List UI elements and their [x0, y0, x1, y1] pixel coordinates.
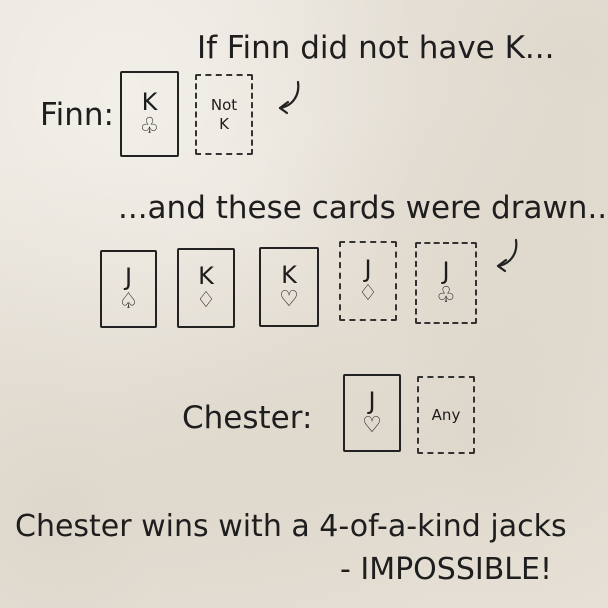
clubs-icon: ♧ [139, 114, 160, 139]
drawn-card-jack-clubs: J ♧ [415, 242, 477, 324]
chester-label: Chester: [182, 400, 313, 436]
drawn-text: ...and these cards were drawn... [118, 190, 608, 226]
curved-arrow-icon [278, 80, 300, 115]
finn-label: Finn: [40, 97, 114, 133]
finn-card-not-king: Not K [195, 74, 253, 155]
card-rank: K [141, 88, 158, 116]
drawn-card-jack-spades: J ♤ [100, 250, 157, 328]
curved-arrow-icon [496, 238, 518, 273]
card-note: Not [210, 95, 238, 114]
chester-card-any: Any [417, 376, 475, 454]
hearts-icon: ♡ [279, 287, 299, 312]
diamonds-icon: ♢ [196, 288, 216, 313]
card-rank: K [281, 261, 297, 289]
card-rank: J [368, 387, 376, 415]
card-rank: J [442, 257, 450, 285]
card-rank: J [124, 263, 133, 291]
clubs-icon: ♧ [436, 283, 456, 308]
card-note: Any [431, 405, 461, 424]
card-rank: K [198, 262, 214, 290]
conclusion-line-2: - IMPOSSIBLE! [340, 552, 553, 587]
chester-card-jack-hearts: J ♡ [343, 374, 401, 452]
conclusion-line-1: Chester wins with a 4-of-a-kind jacks [15, 509, 567, 544]
card-rank: J [364, 255, 372, 283]
drawn-card-king-hearts: K ♡ [259, 247, 319, 327]
drawn-card-jack-diamonds: J ♢ [339, 241, 397, 321]
diamonds-icon: ♢ [358, 281, 378, 306]
finn-card-king-clubs: K ♧ [120, 71, 179, 157]
spades-icon: ♤ [118, 289, 139, 314]
drawn-card-king-diamonds: K ♢ [177, 248, 235, 328]
hearts-icon: ♡ [362, 413, 382, 438]
card-note: K [219, 114, 229, 133]
intro-text: If Finn did not have K... [197, 30, 555, 66]
